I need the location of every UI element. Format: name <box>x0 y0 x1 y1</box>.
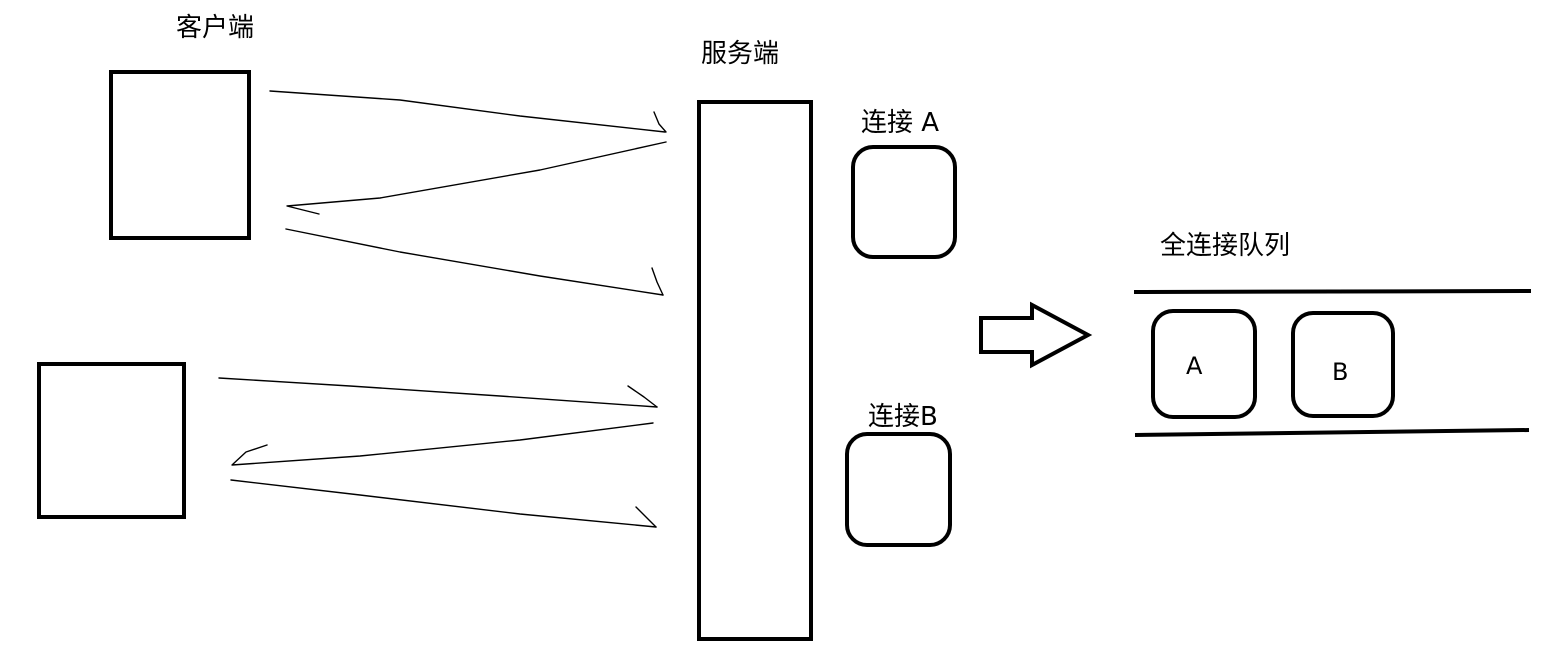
queue-item-a <box>1151 309 1257 419</box>
handshake-arrows-client-2 <box>218 377 658 528</box>
queue-top-rail <box>1133 289 1532 294</box>
move-to-queue-arrow-icon <box>979 301 1093 369</box>
syn-arrow-2 <box>218 377 658 408</box>
client-label: 客户端 <box>176 13 254 43</box>
syn-arrow-1 <box>269 90 666 133</box>
accept-queue-label: 全连接队列 <box>1160 231 1290 261</box>
ack-arrow-1 <box>285 228 664 296</box>
client-box-2 <box>37 362 186 519</box>
queue-item-b-label: B <box>1332 358 1348 386</box>
ack-arrow-2-head <box>635 506 657 528</box>
client-box-1 <box>109 70 251 240</box>
connection-b-label: 连接B <box>868 402 938 432</box>
syn-arrow-1-head <box>653 111 667 133</box>
syn-ack-arrow-1 <box>286 141 667 215</box>
connection-a-label: 连接 A <box>861 108 939 138</box>
server-label: 服务端 <box>701 39 779 69</box>
handshake-arrows-client-1 <box>269 90 667 296</box>
syn-arrow-2-head <box>627 385 658 408</box>
ack-arrow-1-head <box>651 267 664 296</box>
server-box <box>697 100 813 641</box>
ack-arrow-2 <box>230 479 657 528</box>
connection-b-box <box>845 432 952 547</box>
queue-item-a-label: A <box>1186 352 1203 380</box>
connection-a-box <box>851 145 957 259</box>
queue-item-b <box>1291 311 1395 418</box>
queue-bottom-rail <box>1134 428 1530 437</box>
syn-ack-arrow-2 <box>231 422 654 466</box>
